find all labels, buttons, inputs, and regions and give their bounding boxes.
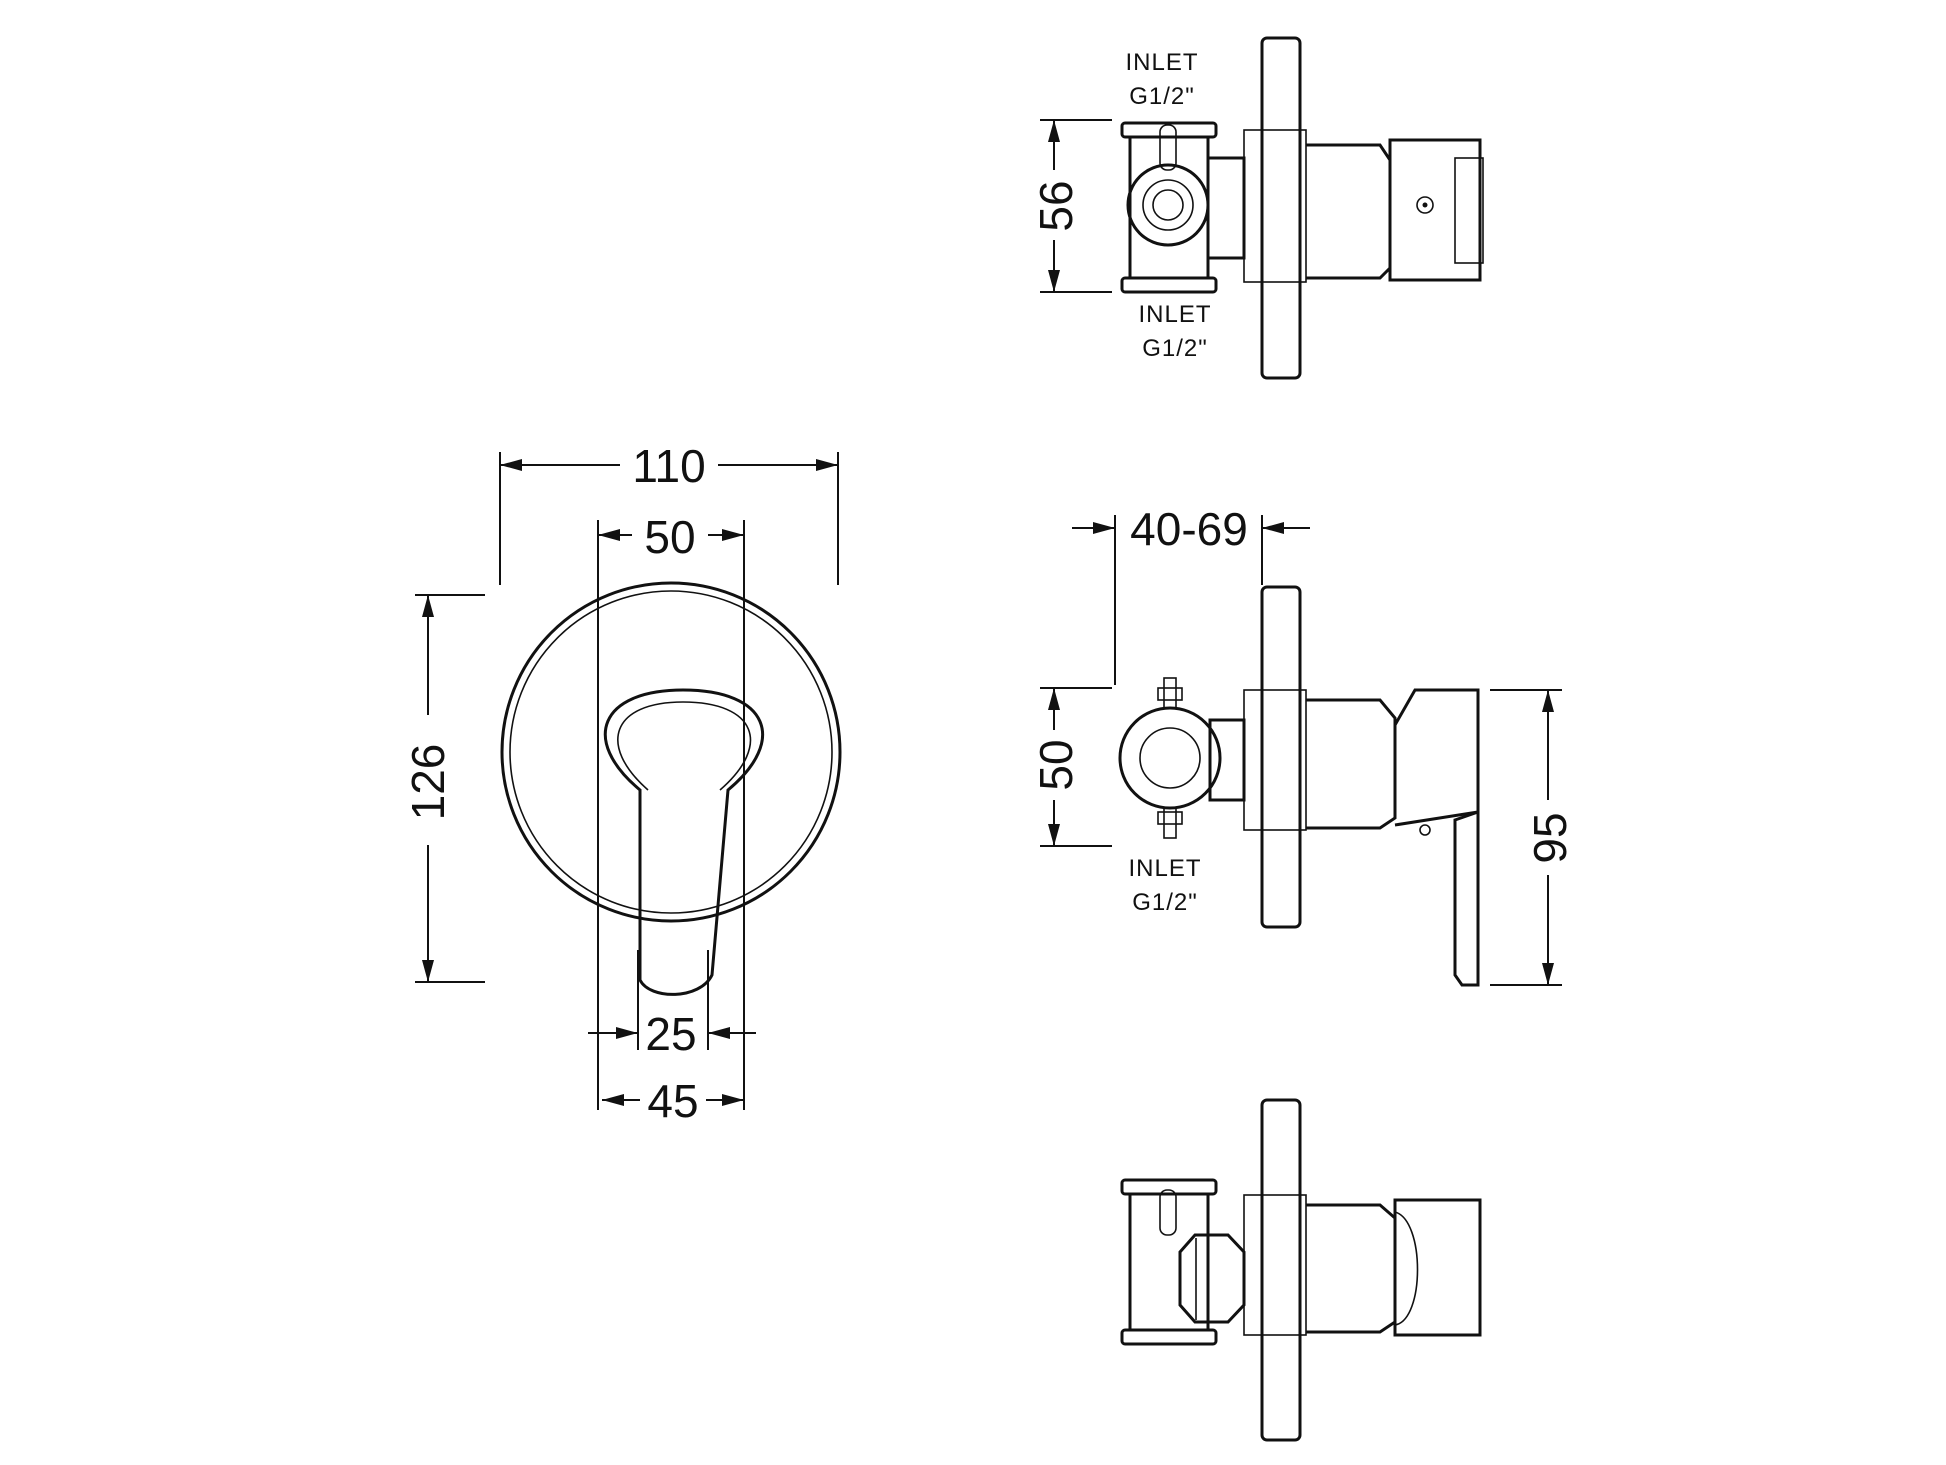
side-view: INLET G1/2" 40-69 50 <box>1030 503 1576 987</box>
dim-side-lever-height-label: 95 <box>1524 812 1576 863</box>
bottom-view-wall-plate <box>1260 1098 1302 1442</box>
dim-lever-width-label: 25 <box>645 1008 696 1060</box>
top-view-flange <box>1243 129 1307 283</box>
side-valve-pin-top <box>1163 677 1177 709</box>
bottom-valve-pin <box>1159 1189 1177 1236</box>
top-valve-block <box>1128 135 1210 280</box>
dim-front-width-label: 110 <box>632 440 705 492</box>
side-thread-label: G1/2" <box>1132 889 1198 916</box>
dim-front-inner-width-label: 50 <box>644 511 695 563</box>
top-port-inner <box>1152 189 1184 221</box>
bottom-valve-block <box>1128 1192 1210 1332</box>
lever-inner-edge <box>617 701 752 791</box>
side-view-body <box>1306 698 1397 830</box>
bottom-inlet-nut-lower <box>1120 1328 1218 1346</box>
top-view-body <box>1306 143 1392 280</box>
dim-lever-bottom-width: 45 <box>602 1075 744 1127</box>
side-view-screw <box>1419 824 1431 836</box>
dim-wall-depth-label: 40-69 <box>1130 503 1248 555</box>
side-inlet-label: INLET <box>1128 855 1201 882</box>
top-view-handle-slot <box>1454 157 1484 264</box>
bottom-view-flange <box>1243 1194 1307 1336</box>
cover-plate-inner <box>509 590 833 914</box>
top-thread-label-upper: G1/2" <box>1129 83 1195 110</box>
top-view-handle <box>1388 138 1482 282</box>
bottom-view-handle <box>1393 1198 1482 1337</box>
top-thread-label-lower: G1/2" <box>1142 335 1208 362</box>
side-view-wall-plate <box>1260 585 1302 929</box>
top-inlet-label-lower: INLET <box>1138 301 1211 328</box>
lever-outline <box>603 688 765 996</box>
side-port-inner <box>1139 727 1201 789</box>
dim-front-width: 110 <box>499 440 839 585</box>
top-port-outer <box>1126 163 1210 247</box>
top-valve-neck <box>1206 156 1246 260</box>
cover-plate-outer <box>500 581 842 923</box>
top-view: INLET G1/2" INLET G1/2" 56 <box>1030 36 1484 380</box>
bottom-valve-nut <box>1178 1233 1246 1324</box>
side-view-handle-head <box>1393 688 1480 827</box>
side-view-lever <box>1453 809 1480 987</box>
top-valve-pin <box>1159 124 1177 171</box>
bottom-view <box>1120 1098 1482 1442</box>
dim-front-height-label: 126 <box>402 744 454 821</box>
dim-front-height: 126 <box>402 594 485 983</box>
side-port-outer <box>1118 706 1222 810</box>
side-valve-neck <box>1208 718 1246 802</box>
dim-top-height: 56 <box>1030 119 1112 293</box>
dim-lever-bottom-width-label: 45 <box>647 1075 698 1127</box>
dim-side-lever-height: 95 <box>1490 689 1576 986</box>
front-view: 110 50 126 <box>402 440 842 1127</box>
top-inlet-nut-lower <box>1120 276 1218 294</box>
bottom-inlet-nut-upper <box>1120 1178 1218 1196</box>
top-inlet-label-upper: INLET <box>1125 49 1198 76</box>
dim-lever-width: 25 <box>588 950 756 1060</box>
top-view-wall-plate <box>1260 36 1302 380</box>
side-view-flange <box>1243 689 1307 831</box>
dim-top-height-label: 56 <box>1030 180 1082 231</box>
dim-side-height-label: 50 <box>1030 739 1082 790</box>
top-view-screw <box>1416 196 1434 214</box>
dim-wall-depth: 40-69 <box>1072 503 1310 685</box>
dim-side-height: 50 <box>1030 687 1112 847</box>
dim-front-inner-width: 50 <box>597 511 745 1110</box>
bottom-view-body <box>1306 1203 1397 1334</box>
top-port-mid <box>1142 179 1194 231</box>
